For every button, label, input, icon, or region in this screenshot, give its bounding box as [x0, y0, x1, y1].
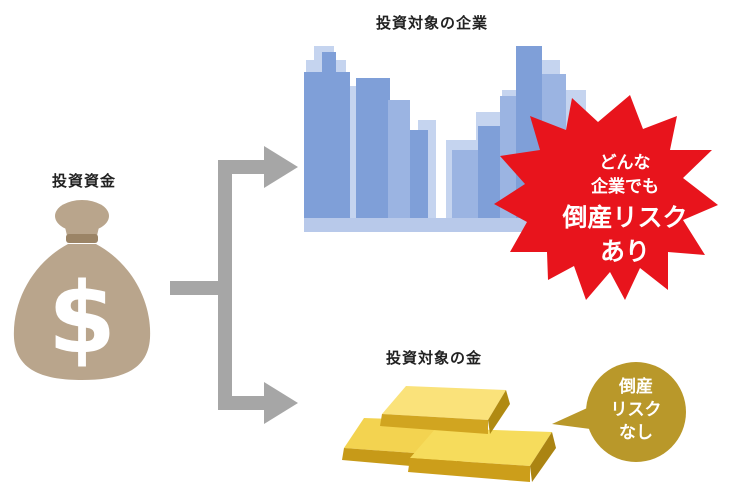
- gold-bars-illustration: [342, 386, 556, 482]
- burst-line-3: 倒産リスク: [562, 203, 688, 232]
- burst-line-2: 企業でも: [591, 177, 659, 197]
- gold-target-label: 投資対象の金: [386, 349, 483, 367]
- svg-text:$: $: [48, 262, 116, 376]
- burst-line-1: どんな: [599, 153, 651, 173]
- burst-line-4: あり: [599, 237, 650, 266]
- bubble-line-1: 倒産: [619, 377, 653, 397]
- money-bag-icon: $: [13, 200, 151, 380]
- risk-burst-shape: [494, 95, 718, 300]
- branch-arrows: [170, 146, 298, 424]
- funds-label: 投資資金: [52, 172, 117, 190]
- bubble-line-2: リスク: [610, 400, 662, 420]
- company-target-label: 投資対象の企業: [376, 14, 489, 32]
- bubble-line-3: なし: [619, 423, 653, 443]
- no-risk-bubble: [552, 362, 686, 462]
